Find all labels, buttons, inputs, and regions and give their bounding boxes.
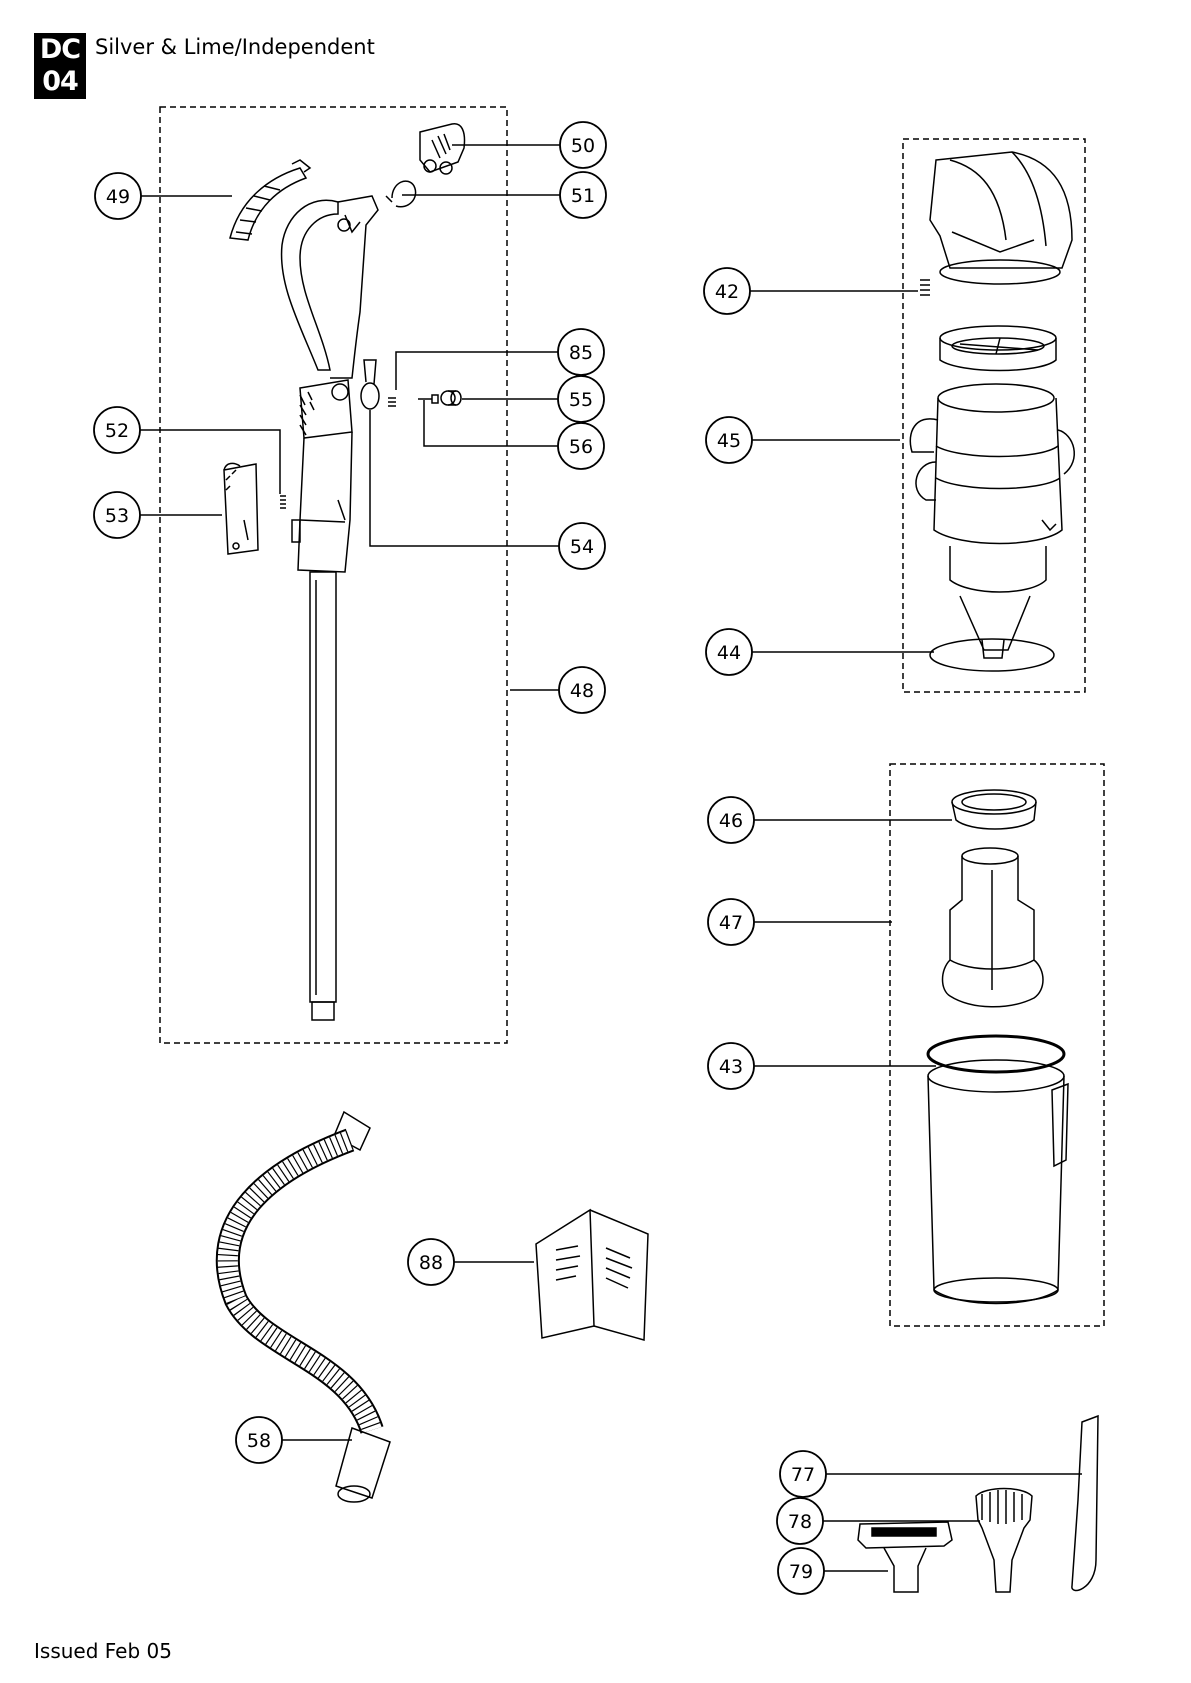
upholstery-tool-part xyxy=(857,1521,953,1593)
brush-tool-part xyxy=(975,1487,1033,1593)
svg-text:77: 77 xyxy=(791,1464,815,1486)
handle-assembly-box xyxy=(159,106,508,1044)
dc04-logo: DC 04 xyxy=(34,33,86,99)
callout-53: 53 xyxy=(93,491,141,539)
issue-date: Issued Feb 05 xyxy=(34,1639,172,1663)
svg-text:56: 56 xyxy=(569,436,593,458)
svg-text:58: 58 xyxy=(247,1430,271,1452)
leader-lines xyxy=(139,144,1082,1572)
cap-part xyxy=(440,390,462,406)
callout-78: 78 xyxy=(776,1497,824,1545)
svg-text:88: 88 xyxy=(419,1252,443,1274)
svg-text:53: 53 xyxy=(105,505,129,527)
svg-text:48: 48 xyxy=(570,680,594,702)
logo-text-bottom: 04 xyxy=(42,66,79,97)
svg-text:52: 52 xyxy=(105,420,129,442)
bin-assembly-box xyxy=(889,763,1105,1327)
shroud-part xyxy=(941,847,1044,1008)
svg-text:46: 46 xyxy=(719,810,743,832)
callout-58: 58 xyxy=(235,1416,283,1464)
svg-text:54: 54 xyxy=(570,536,594,558)
logo-text-top: DC xyxy=(39,34,81,65)
svg-text:42: 42 xyxy=(715,281,739,303)
callout-49: 49 xyxy=(94,172,142,220)
handle-latch-part xyxy=(223,462,259,555)
callout-circles: 49 50 51 85 55 52 56 53 54 48 42 45 44 4… xyxy=(93,121,827,1595)
crevice-tool-part xyxy=(1071,1414,1099,1592)
catch-spring-part xyxy=(385,180,417,208)
small-spring-part xyxy=(388,397,396,407)
page-title: Silver & Lime/Independent xyxy=(95,35,375,59)
svg-text:51: 51 xyxy=(571,185,595,207)
clear-bin-part xyxy=(927,1059,1069,1305)
callout-51: 51 xyxy=(559,171,607,219)
handle-trim-part xyxy=(229,159,312,241)
callout-77: 77 xyxy=(779,1450,827,1498)
callout-85: 85 xyxy=(557,328,605,376)
cyclone-assembly-box xyxy=(902,138,1086,693)
svg-text:47: 47 xyxy=(719,912,743,934)
svg-text:79: 79 xyxy=(789,1561,813,1583)
callout-48: 48 xyxy=(558,666,606,714)
cyclone-spring-part xyxy=(920,279,930,296)
callout-88: 88 xyxy=(407,1238,455,1286)
bin-o-ring-part xyxy=(926,1034,1066,1074)
callout-50: 50 xyxy=(559,121,607,169)
svg-text:43: 43 xyxy=(719,1056,743,1078)
svg-text:45: 45 xyxy=(717,430,741,452)
callout-43: 43 xyxy=(707,1042,755,1090)
bin-seal-ring-part xyxy=(951,789,1037,830)
svg-text:49: 49 xyxy=(106,186,130,208)
callout-79: 79 xyxy=(777,1547,825,1595)
pre-filter-part xyxy=(939,325,1057,372)
callout-46: 46 xyxy=(707,796,755,844)
callout-54: 54 xyxy=(558,522,606,570)
callout-47: 47 xyxy=(707,898,755,946)
cyclone-top-part xyxy=(929,151,1073,285)
callout-44: 44 xyxy=(705,628,753,676)
manual-booklet-part xyxy=(535,1208,649,1341)
hose-part xyxy=(215,1110,391,1503)
svg-text:50: 50 xyxy=(571,135,595,157)
callout-56: 56 xyxy=(557,422,605,470)
release-catch-part xyxy=(419,123,466,175)
wand-handle-part xyxy=(280,195,379,1021)
callout-52: 52 xyxy=(93,406,141,454)
lever-pivot-part xyxy=(360,359,380,410)
svg-text:85: 85 xyxy=(569,342,593,364)
svg-text:78: 78 xyxy=(788,1511,812,1533)
latch-spring-part xyxy=(280,495,286,509)
callout-42: 42 xyxy=(703,267,751,315)
callout-45: 45 xyxy=(705,416,753,464)
svg-text:55: 55 xyxy=(569,389,593,411)
cyclone-body-part xyxy=(909,383,1075,651)
svg-text:44: 44 xyxy=(717,642,741,664)
cyclone-base-seal-part xyxy=(929,638,1055,672)
screw-part xyxy=(418,394,439,404)
callout-55: 55 xyxy=(557,375,605,423)
